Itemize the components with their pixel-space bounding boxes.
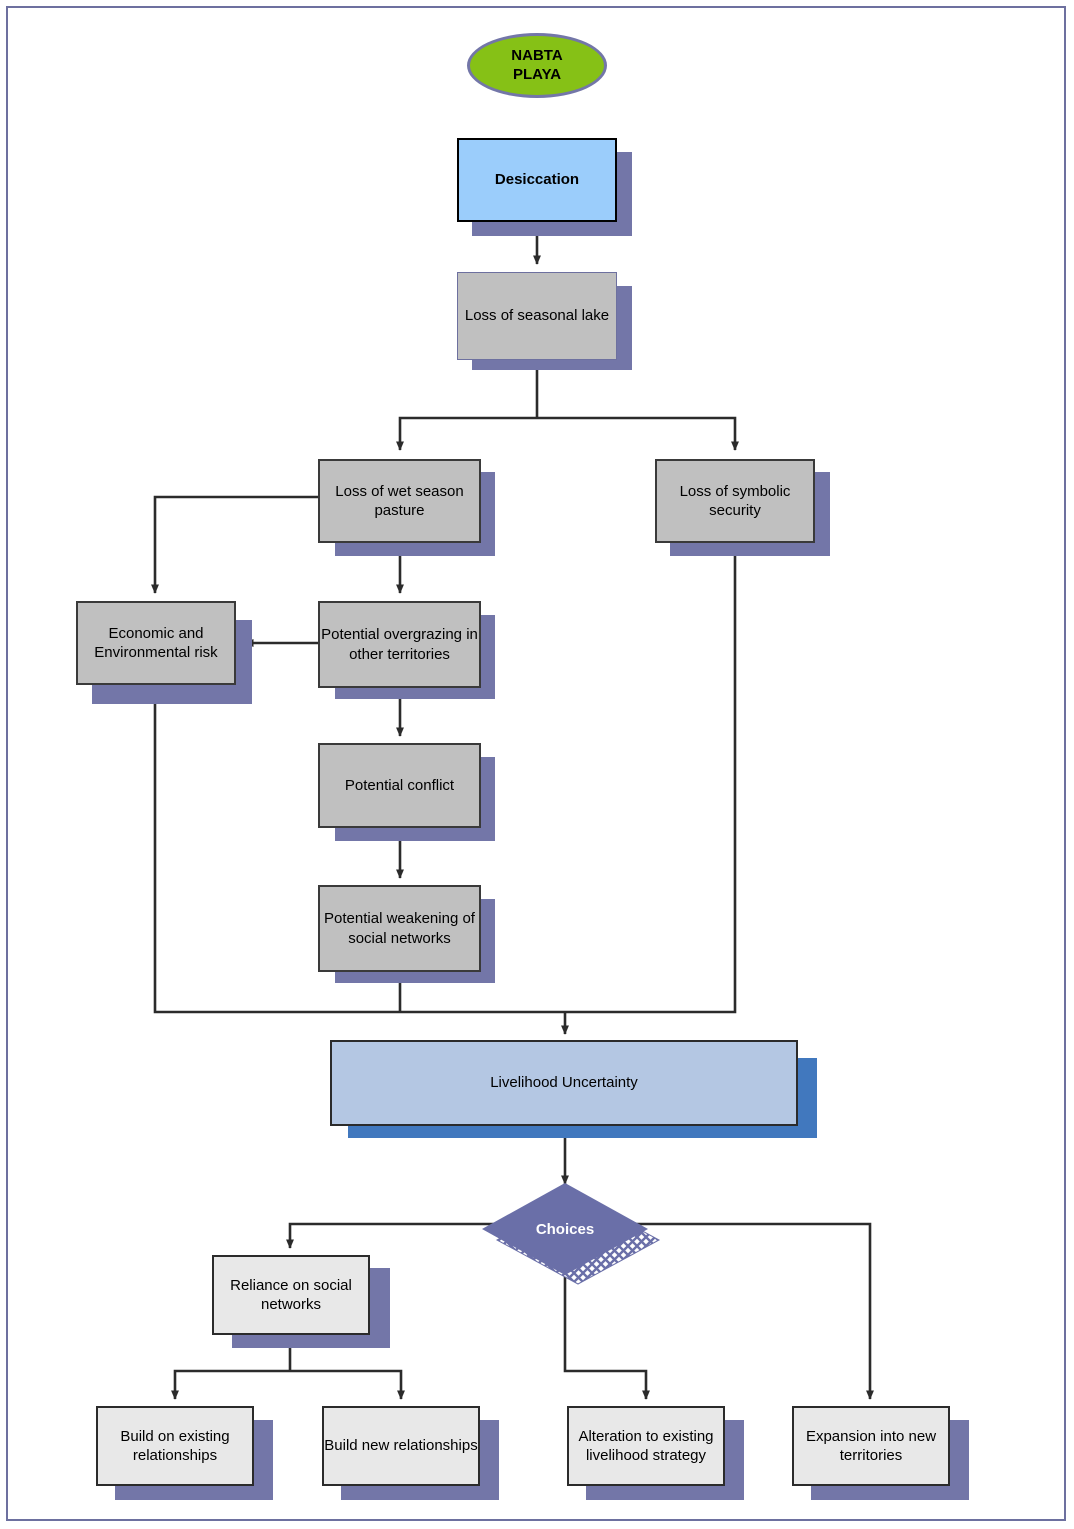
node-economic-environmental-risk[interactable]: Economic and Environmental risk [76, 601, 236, 685]
edge-choices-to-expansion [631, 1222, 874, 1400]
edge-lake-to-pasture [396, 416, 537, 451]
edge-choices-to-alteration [563, 1266, 650, 1400]
edge-reliance-to-existing [171, 1369, 290, 1400]
node-choices-diamond[interactable] [480, 1181, 650, 1277]
node-economic-environmental-risk-label: Economic and Environmental risk [94, 624, 218, 661]
node-build-new-relationships[interactable]: Build new relationships [322, 1406, 480, 1486]
edge-symbolic-to-converge [565, 543, 737, 1014]
node-potential-conflict[interactable]: Potential conflict [318, 743, 481, 828]
node-loss-symbolic-security[interactable]: Loss of symbolic security [655, 459, 815, 543]
edge-economic-to-converge [153, 687, 565, 1014]
node-livelihood-uncertainty-label: Livelihood Uncertainty [490, 1074, 638, 1092]
node-loss-seasonal-lake[interactable]: Loss of seasonal lake [457, 272, 617, 360]
start-node-nabta-playa[interactable]: NABTA PLAYA [467, 33, 607, 98]
edge-lake-to-symbolic [537, 416, 739, 451]
start-label-line1: NABTA [511, 47, 563, 65]
node-desiccation-label: Desiccation [494, 171, 580, 189]
edge-pasture-to-economic [151, 495, 318, 594]
node-alteration-livelihood-strategy-label: Alteration to existing livelihood strate… [578, 1427, 714, 1464]
start-label-line2: PLAYA [512, 65, 562, 83]
node-livelihood-uncertainty[interactable]: Livelihood Uncertainty [330, 1040, 798, 1126]
node-reliance-social-networks[interactable]: Reliance on social networks [212, 1255, 370, 1335]
node-loss-wet-season-pasture-label: Loss of wet season pasture [335, 482, 464, 519]
node-expansion-new-territories[interactable]: Expansion into new territories [792, 1406, 950, 1486]
node-loss-wet-season-pasture[interactable]: Loss of wet season pasture [318, 459, 481, 543]
node-build-existing-relationships[interactable]: Build on existing relationships [96, 1406, 254, 1486]
node-build-existing-relationships-label: Build on existing relationships [120, 1427, 230, 1464]
node-loss-seasonal-lake-label: Loss of seasonal lake [464, 307, 610, 325]
node-build-new-relationships-label: Build new relationships [324, 1437, 478, 1455]
node-potential-overgrazing[interactable]: Potential overgrazing in other territori… [318, 601, 481, 688]
edge-choices-to-reliance [286, 1222, 500, 1249]
node-loss-symbolic-security-label: Loss of symbolic security [679, 482, 791, 519]
node-potential-conflict-label: Potential conflict [344, 776, 455, 794]
node-alteration-livelihood-strategy[interactable]: Alteration to existing livelihood strate… [567, 1406, 725, 1486]
node-expansion-new-territories-label: Expansion into new territories [805, 1427, 937, 1464]
node-potential-weakening-label: Potential weakening of social networks [324, 910, 475, 947]
node-potential-overgrazing-label: Potential overgrazing in other territori… [321, 626, 478, 663]
edge-reliance-to-new [290, 1369, 405, 1400]
node-reliance-social-networks-label: Reliance on social networks [230, 1276, 352, 1313]
node-desiccation[interactable]: Desiccation [457, 138, 617, 222]
node-potential-weakening[interactable]: Potential weakening of social networks [318, 885, 481, 972]
